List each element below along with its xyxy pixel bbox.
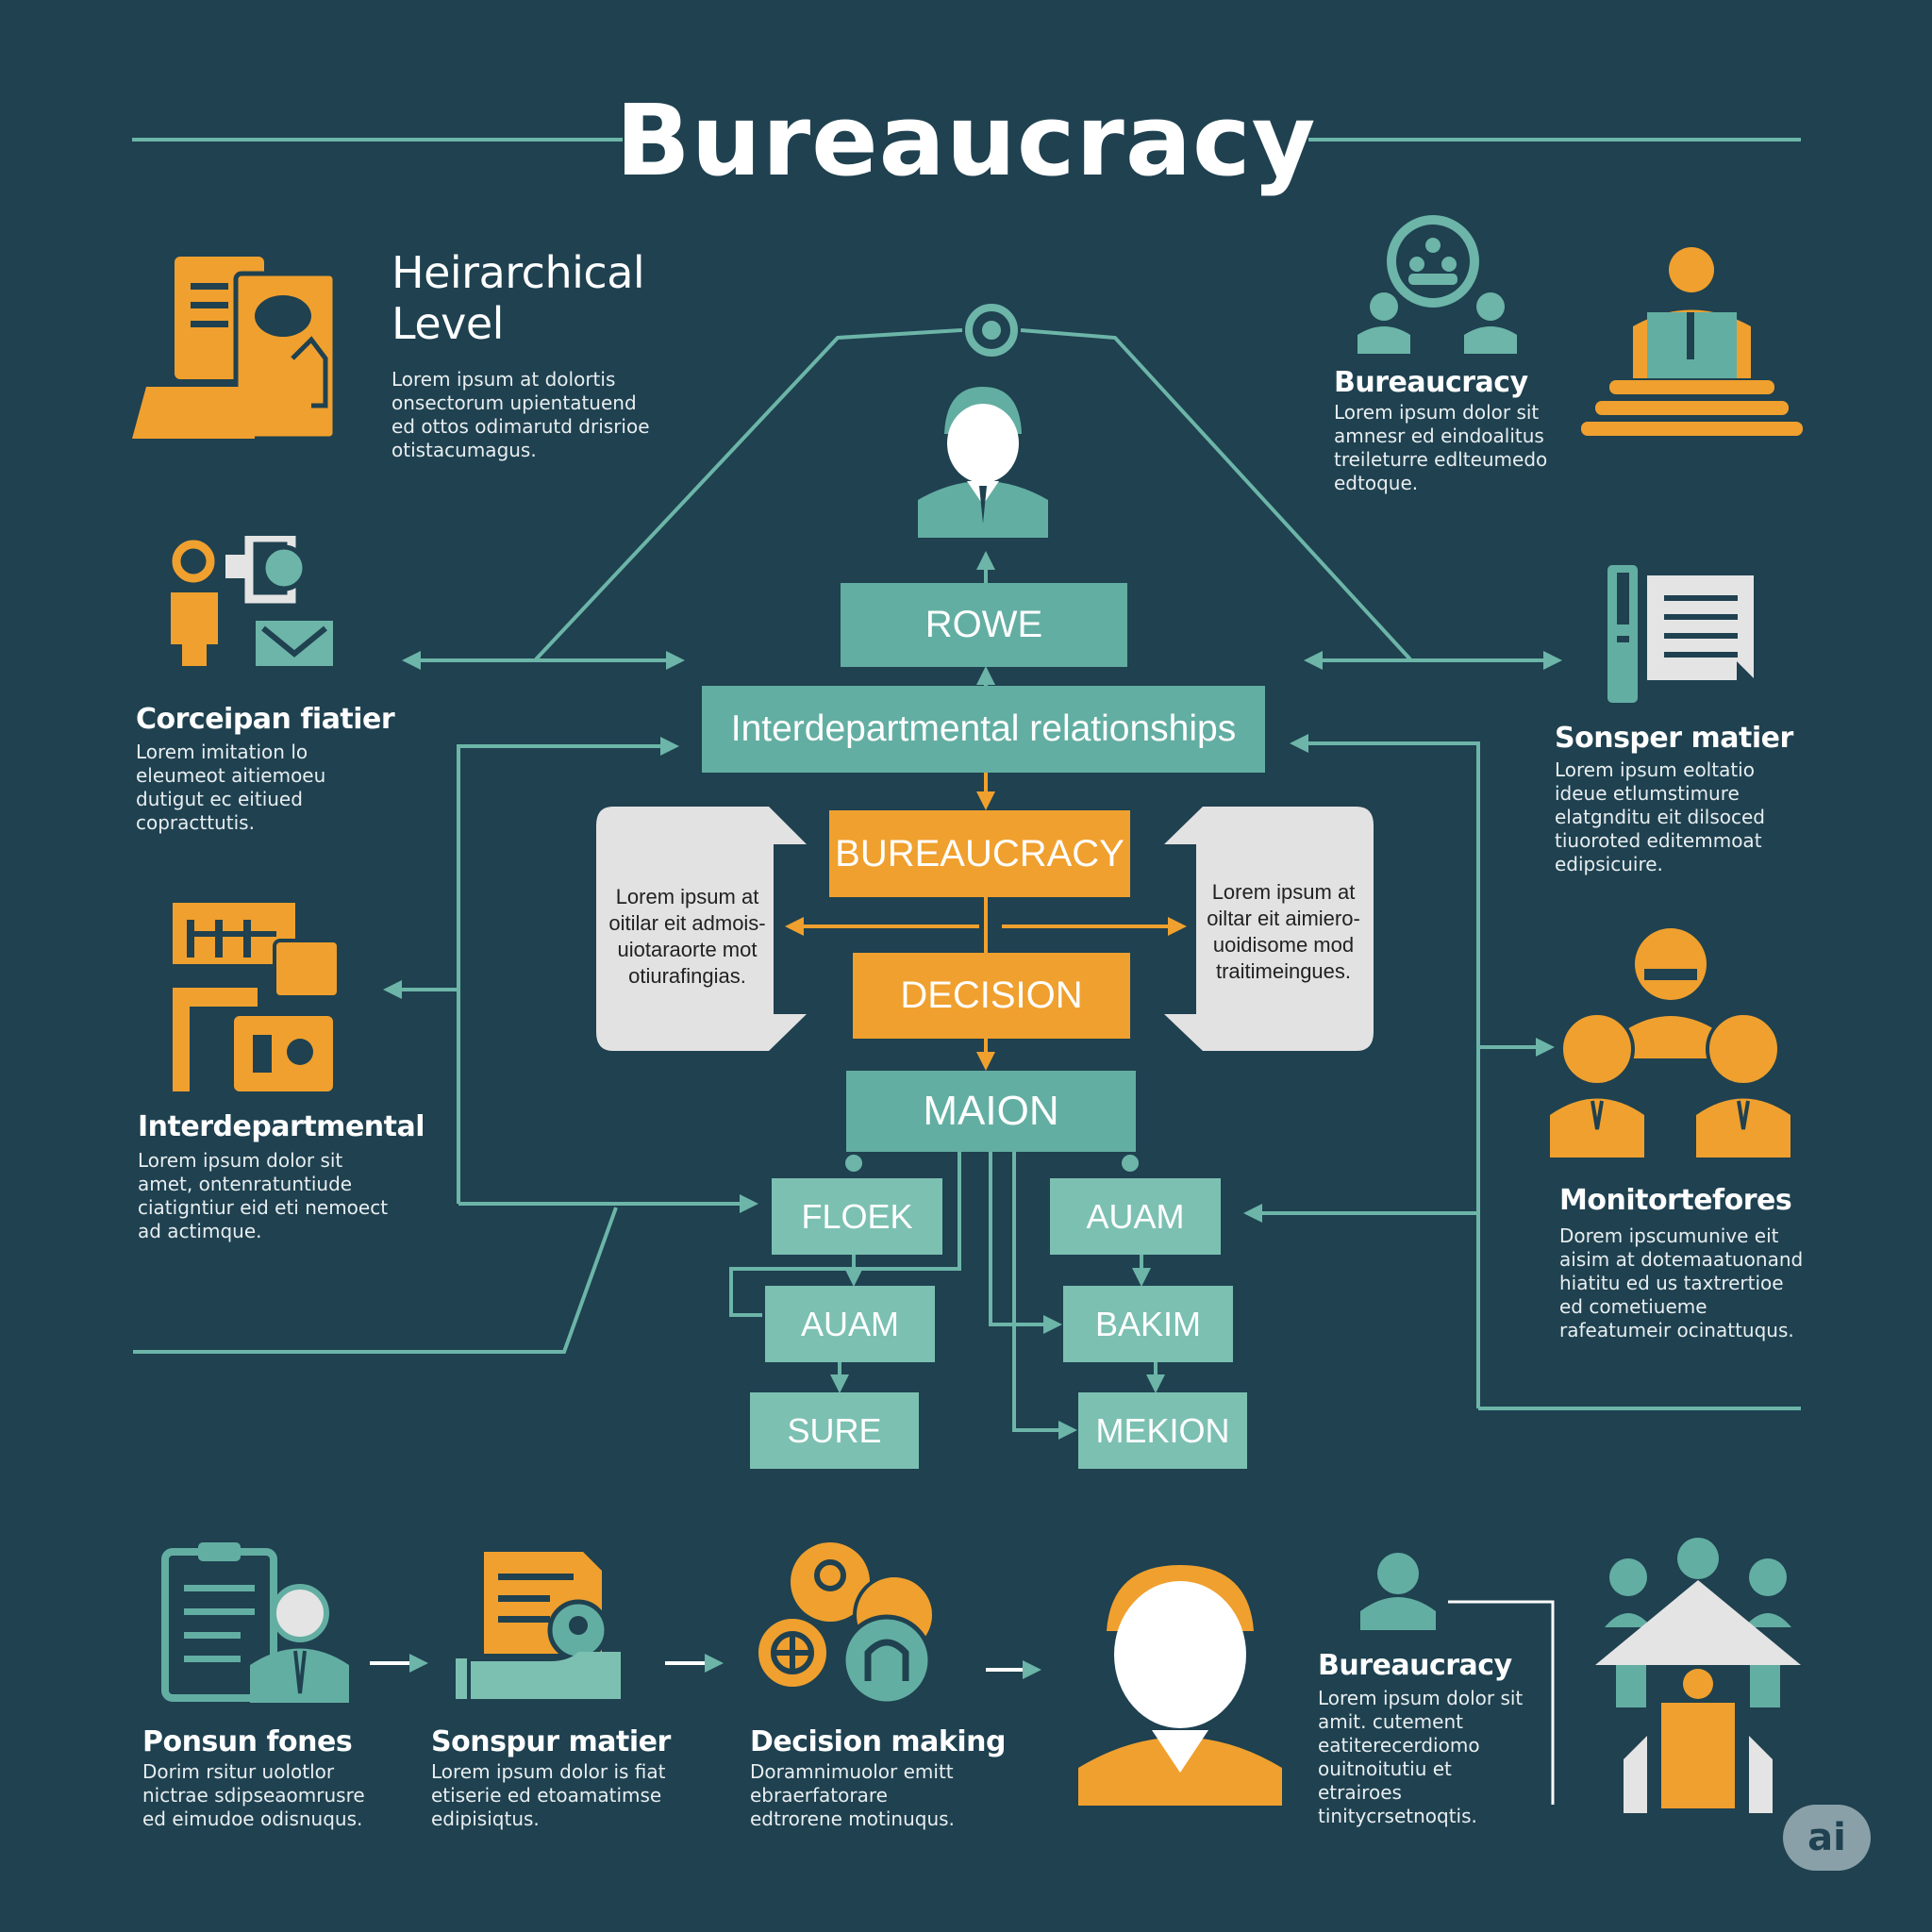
section-heading: Interdepartmental xyxy=(138,1110,425,1143)
ai-badge: ai xyxy=(1783,1805,1871,1871)
main-box: MAION xyxy=(846,1071,1136,1152)
section-body: Lorem ipsum dolor is fiat etiserie ed et… xyxy=(431,1760,666,1830)
section-body: Doramnimuolor emitt ebraerfatorare edtro… xyxy=(750,1760,955,1830)
clipboard-person-icon xyxy=(161,1542,349,1703)
section-body: Lorem ipsum dolor sit amet, ontenratunti… xyxy=(138,1149,389,1242)
section-body: Lorem ipsum eoltatio ideue etlumstimure … xyxy=(1555,758,1765,875)
section-body: Dorim rsitur uolotlor nictrae sdipseaomr… xyxy=(142,1760,365,1830)
people-group-icon xyxy=(1550,928,1790,1158)
bakim-box: BAKIM xyxy=(1063,1286,1233,1362)
person-icon xyxy=(1078,1565,1282,1806)
section-heading: Bureaucracy xyxy=(1318,1649,1512,1682)
section-heading: Ponsun fones xyxy=(142,1725,353,1758)
podium-person-icon xyxy=(1581,247,1803,436)
decision-gears-icon xyxy=(755,1542,936,1705)
section-heading: Decision making xyxy=(750,1725,1006,1758)
interdepartmental-relationships-box: Interdepartmental relationships xyxy=(702,686,1265,773)
building-document-icon xyxy=(132,257,338,439)
group-circle-icon xyxy=(1357,215,1517,354)
section-body: Lorem imitation lo eleumeot aitiemoeu du… xyxy=(136,741,326,834)
hierarchical-level-body: Lorem ipsum at dolortis onsectorum upien… xyxy=(391,368,650,461)
section-body: Lorem ipsum dolor sit amit. cutement eat… xyxy=(1318,1687,1524,1827)
section-heading: Bureaucracy xyxy=(1334,366,1528,399)
house-people-icon xyxy=(1595,1538,1801,1813)
section-body: Dorem ipscumunive eit aisim at dotemaatu… xyxy=(1559,1224,1804,1341)
form-hand-icon xyxy=(456,1552,621,1699)
rowe-box: ROWE xyxy=(841,583,1127,667)
auam-right-box: AUAM xyxy=(1050,1178,1221,1255)
decision-box: DECISION xyxy=(853,953,1130,1039)
section-heading: Monitortefores xyxy=(1559,1184,1792,1217)
mekion-box: MEKION xyxy=(1078,1392,1247,1469)
section-heading: Sonsper matier xyxy=(1555,722,1793,755)
office-calendar-icon xyxy=(173,903,341,1091)
person-camera-mail-icon xyxy=(171,536,333,666)
section-heading: Sonspur matier xyxy=(431,1725,671,1758)
document-binder-icon xyxy=(1607,565,1754,703)
section-heading: Corceipan fiatier xyxy=(136,703,395,736)
right-note-shape xyxy=(1164,807,1374,1051)
bureaucracy-box: BUREAUCRACY xyxy=(829,810,1130,897)
manager-person-icon xyxy=(918,387,1048,538)
auam-left-box: AUAM xyxy=(765,1286,935,1362)
small-person-icon xyxy=(1360,1553,1436,1630)
left-note-shape xyxy=(596,807,807,1051)
page-title: Bureaucracy xyxy=(615,83,1317,198)
sure-box: SURE xyxy=(750,1392,919,1469)
section-body: Lorem ipsum dolor sit amnesr ed eindoali… xyxy=(1334,401,1548,494)
floek-box: FLOEK xyxy=(772,1178,942,1255)
